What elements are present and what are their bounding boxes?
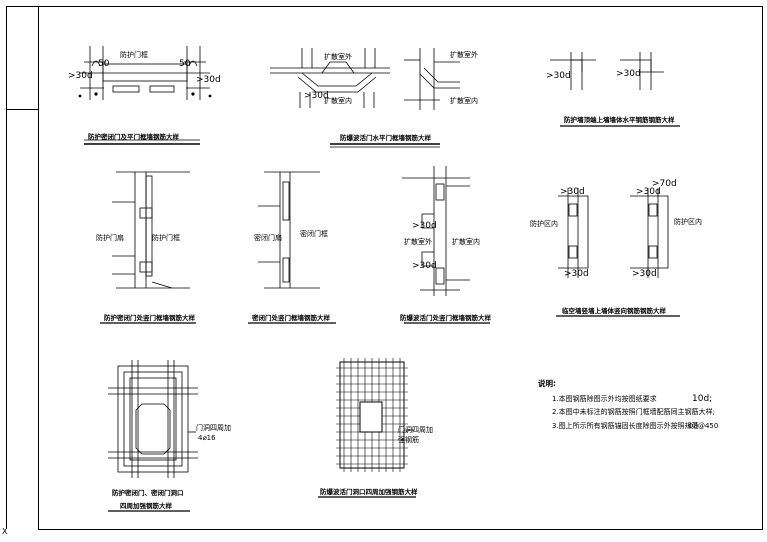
d6-dim-30d-top: >30d bbox=[412, 221, 437, 231]
detail-d9 bbox=[318, 358, 416, 498]
d4-label-right: 防护门框 bbox=[152, 233, 180, 242]
detail-d1 bbox=[78, 46, 212, 145]
d9-reinf-a: 门洞四周加 bbox=[398, 425, 433, 434]
detail-d2 bbox=[270, 48, 460, 148]
note-1: 1.本图钢筋除图示外均按图纸要求 bbox=[552, 394, 657, 403]
d1-caption: 防护密闭门及平门框墙钢筋大样 bbox=[88, 132, 180, 141]
d2-caption: 防爆波活门水平门框墙钢筋大样 bbox=[340, 133, 432, 142]
corner-mark: X bbox=[2, 527, 8, 536]
d6-dim-30d-bottom: >30d bbox=[412, 261, 437, 271]
note-3-value: Φ8@450 bbox=[688, 422, 718, 430]
d7-dim-30d-bottom-right: >30d bbox=[632, 269, 657, 279]
d7-dim-30d-top-left: >30d bbox=[560, 187, 585, 197]
d2-label-leaf: 扩散室外 bbox=[324, 52, 352, 61]
d7-label-right: 防护区内 bbox=[674, 217, 702, 226]
d5-label-right: 密闭门框 bbox=[300, 229, 328, 238]
d3-caption: 防护墙顶端上墙墙体水平钢筋钢筋大样 bbox=[564, 115, 675, 124]
d7-dim-30d-top-right: >30d bbox=[636, 187, 661, 197]
d1-label-frame: 防护门框 bbox=[120, 50, 148, 59]
d7-dim-70d: >70d bbox=[652, 179, 677, 189]
d9-reinf-b: 强钢筋 bbox=[398, 435, 419, 444]
detail-d4 bbox=[100, 171, 196, 324]
d4-caption: 防护密闭门处竖门框墙钢筋大样 bbox=[104, 313, 196, 322]
d7-label-left: 防护区内 bbox=[530, 219, 558, 228]
d1-dim-30d-right: >30d bbox=[196, 75, 221, 85]
d3-dim-30d-right: >30d bbox=[616, 69, 641, 79]
d2-dim-30d: >30d bbox=[304, 91, 329, 101]
d7-caption: 临空墙竖墙上墙体竖向钢筋钢筋大样 bbox=[562, 306, 667, 315]
detail-d8 bbox=[108, 360, 198, 512]
d1-dim-50-right: 50 bbox=[179, 59, 191, 69]
d8-caption-1: 防护密闭门、密闭门洞口 bbox=[112, 488, 184, 497]
d2-label-leaf-right: 扩散室外 bbox=[450, 50, 478, 59]
sheet-border bbox=[38, 6, 763, 530]
d6-label-right: 扩散室内 bbox=[452, 237, 480, 246]
d6-caption: 防爆波活门处竖门框墙钢筋大样 bbox=[400, 313, 492, 322]
d8-reinf-a: 门洞四周加 bbox=[196, 423, 231, 432]
d9-caption: 防爆波活门洞口四周加强钢筋大样 bbox=[320, 487, 418, 496]
note-2: 2.本图中未标注的钢筋按照门框墙配筋同主钢筋大样; bbox=[552, 407, 715, 416]
d5-caption: 密闭门处竖门框墙钢筋大样 bbox=[252, 313, 331, 322]
d2-label-frame: 扩散室内 bbox=[324, 96, 352, 105]
note-3: 3.图上所示所有钢筋锚固长度除图示外按照规范 bbox=[552, 421, 699, 430]
detail-d3 bbox=[550, 52, 680, 127]
note-1-value: 10d; bbox=[692, 394, 712, 404]
d2-label-frame-right: 扩散室内 bbox=[450, 96, 478, 105]
d5-label-left: 密闭门扇 bbox=[254, 233, 282, 242]
d1-dim-50-left: 50 bbox=[98, 59, 110, 69]
d6-label-left: 扩散室外 bbox=[404, 237, 432, 246]
detail-d7 bbox=[556, 188, 680, 317]
detail-d5 bbox=[248, 171, 336, 324]
d1-dim-30d: >30d bbox=[68, 71, 93, 81]
d3-dim-30d-left: >30d bbox=[546, 71, 571, 81]
detail-d6 bbox=[402, 166, 490, 324]
d8-caption-2: 四周加强钢筋大样 bbox=[120, 501, 173, 510]
notes-heading: 说明: bbox=[538, 378, 556, 388]
d7-dim-30d-bottom-left: >30d bbox=[564, 269, 589, 279]
d8-reinf-c: 4⌀16 bbox=[198, 434, 216, 442]
d4-label-left: 防护门扇 bbox=[96, 233, 124, 242]
